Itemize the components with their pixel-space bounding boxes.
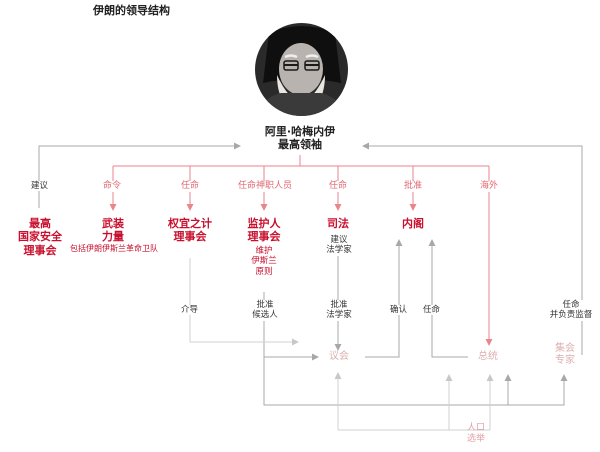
label-advise: 建议 <box>30 181 49 191</box>
guardian-note-3: 原则 <box>246 267 282 277</box>
experts-appoint-2: 并负责监督 <box>541 310 600 320</box>
nsc-line-1: 最高 <box>3 217 77 230</box>
leader-name: 阿里·哈梅内伊 <box>248 125 352 138</box>
guardian-note: 维护 伊斯兰 原则 <box>246 246 282 277</box>
label-overseas: 海外 <box>479 181 499 192</box>
light-lines <box>190 258 490 430</box>
elected-parliament: 议会 <box>321 351 357 363</box>
leader-role: 最高领袖 <box>248 138 352 151</box>
label-cabinet-appoint: 任命 <box>422 305 441 315</box>
expediency-line-2: 理事会 <box>160 230 220 243</box>
guardian-line-1: 监护人 <box>236 217 292 230</box>
diagram-title: 伊朗的领导结构 <box>93 4 170 17</box>
label-judiciary-advise: 建议 法学家 <box>318 235 360 256</box>
label-appoint-clerics: 任命神职人员 <box>237 181 293 192</box>
armed-line-1: 武装 <box>70 217 156 230</box>
body-guardian-council: 监护人 理事会 <box>236 217 292 244</box>
popular-line-2: 选举 <box>458 434 494 445</box>
label-mediate: 介导 <box>180 305 199 315</box>
body-judiciary: 司法 <box>318 217 358 230</box>
body-expediency-council: 权宜之计 理事会 <box>160 217 220 244</box>
approve-jurists-2: 法学家 <box>321 310 357 320</box>
label-command: 命令 <box>102 181 122 192</box>
assembly-line-1: 集会 <box>547 343 583 355</box>
armed-subtitle: 包括伊朗伊斯兰革命卫队 <box>70 244 156 254</box>
label-experts-appoint: 任命 并负责监督 <box>540 300 600 321</box>
judiciary-advise-1: 建议 <box>319 235 359 245</box>
judiciary-advise-2: 法学家 <box>319 245 359 255</box>
guardian-note-1: 维护 <box>246 246 282 256</box>
assembly-line-2: 专家 <box>547 355 583 367</box>
approve-candidates-2: 候选人 <box>248 310 282 320</box>
nsc-line-2: 国家安全 <box>3 230 77 243</box>
leader-portrait <box>255 23 348 116</box>
label-approve-candidates: 批准 候选人 <box>247 300 283 321</box>
body-armed-forces: 武装 力量 包括伊朗伊斯兰革命卫队 <box>70 217 156 254</box>
approve-candidates-1: 批准 <box>248 300 282 310</box>
body-national-security-council: 最高 国家安全 理事会 <box>3 217 77 257</box>
guardian-note-2: 伊斯兰 <box>246 256 282 266</box>
command-lines <box>113 155 489 345</box>
label-confirm: 确认 <box>389 305 408 315</box>
expediency-line-1: 权宜之计 <box>160 217 220 230</box>
body-cabinet: 内阁 <box>393 217 433 230</box>
elected-assembly-of-experts: 集会 专家 <box>547 343 583 367</box>
leader-label: 阿里·哈梅内伊 最高领袖 <box>248 125 352 152</box>
armed-line-2: 力量 <box>70 230 156 243</box>
label-approve-jurists: 批准 法学家 <box>320 300 358 321</box>
label-appoint-expediency: 任命 <box>180 181 200 192</box>
elected-president: 总统 <box>470 351 506 363</box>
label-appoint-judiciary: 任命 <box>328 181 348 192</box>
popular-vote: 人口 选举 <box>458 423 494 445</box>
approve-jurists-1: 批准 <box>321 300 357 310</box>
experts-appoint-1: 任命 <box>541 300 600 310</box>
label-approve-cabinet: 批准 <box>403 181 423 192</box>
nsc-line-3: 理事会 <box>3 244 77 257</box>
guardian-line-2: 理事会 <box>236 230 292 243</box>
popular-line-1: 人口 <box>458 423 494 434</box>
